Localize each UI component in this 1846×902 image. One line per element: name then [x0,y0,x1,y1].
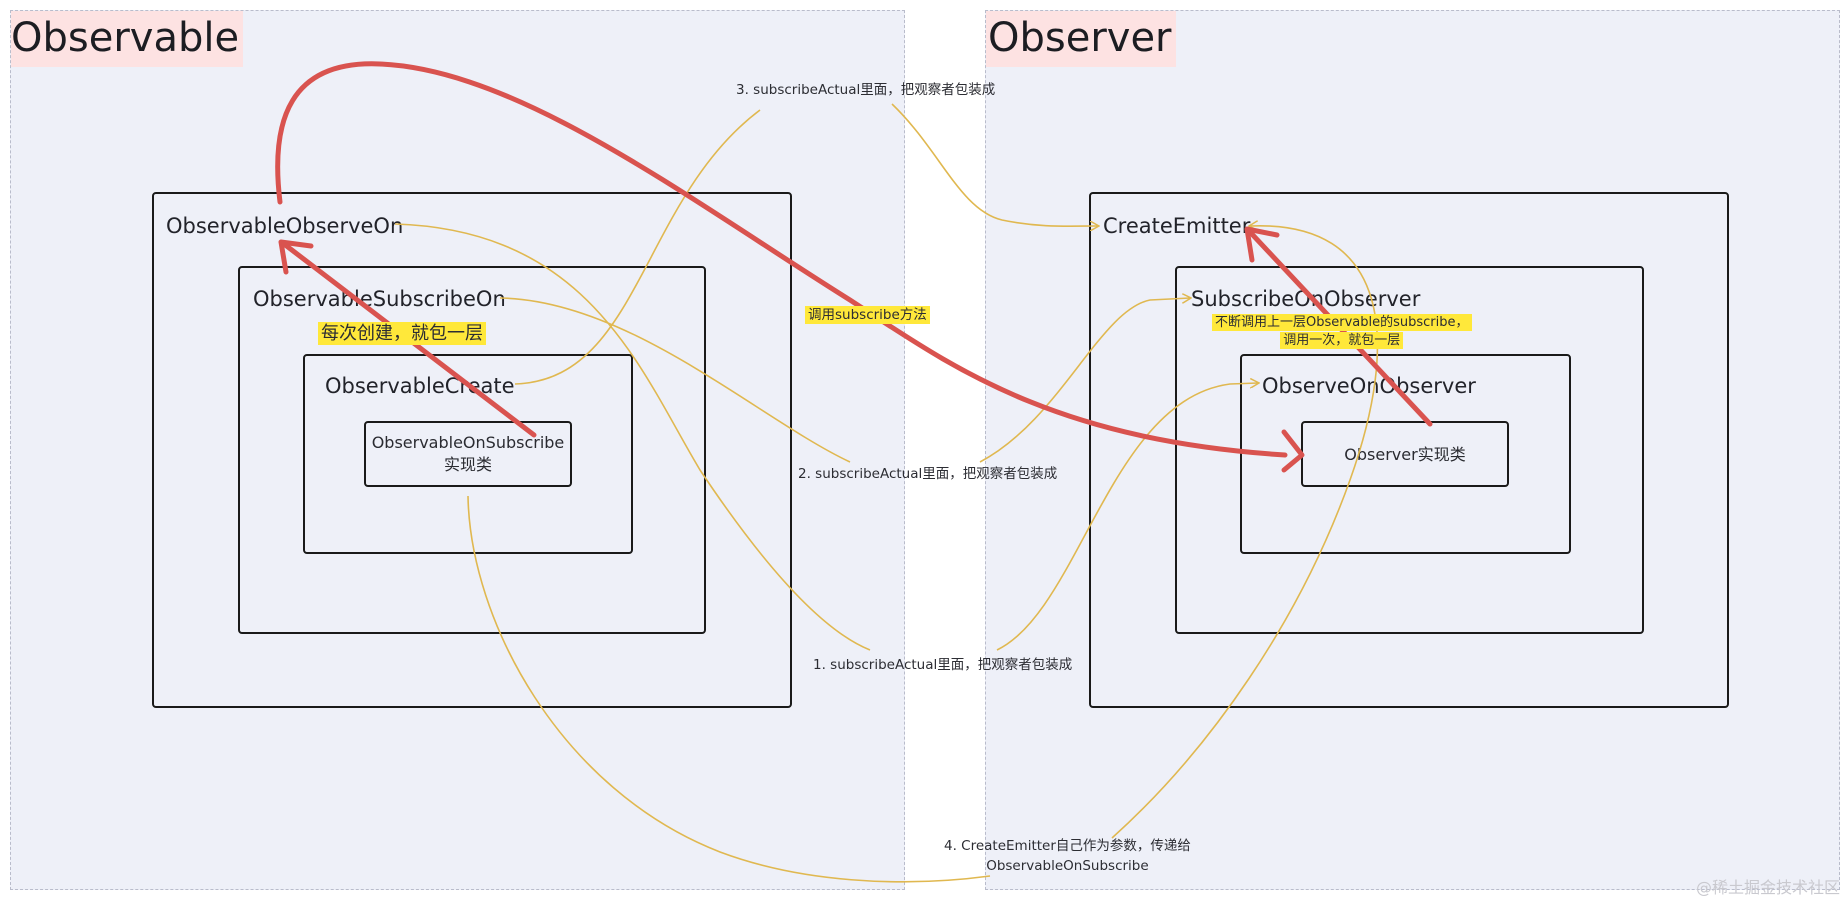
red-arrow-call-subscribe-head [1281,429,1305,473]
note-step4-line1: 4. CreateEmitter自己作为参数，传递给 [944,838,1191,854]
note-call-subscribe-text: 调用subscribe方法 [805,306,930,324]
curve-subscribe-on-to-step2 [499,297,851,463]
observable-panel: Observable [10,10,905,890]
note-step1: 1. subscribeActual里面，把观察者包装成 [813,657,1073,673]
observe-on-observer-label: ObserveOnObserver [1262,374,1476,398]
observable-subscribe-on-box [238,266,706,634]
observable-observe-on-box [152,192,792,708]
observe-on-observer-box [1240,354,1571,554]
note-wrap-layer: 每次创建，就包一层 [318,322,486,346]
observable-subscribe-on-label: ObservableSubscribeOn [253,287,506,311]
observer-panel-title: Observer [986,11,1176,67]
on-subscribe-line1: ObservableOnSubscribe [371,433,565,452]
note-wrap-layer-text: 每次创建，就包一层 [318,322,486,345]
curve-step2-to-subscribe-on-observer [979,298,1190,463]
subscribe-on-observer-box [1175,266,1644,634]
note-step4: 4. CreateEmitter自己作为参数，传递给 ObservableOnS… [944,836,1191,876]
create-emitter-label: CreateEmitter [1103,214,1251,238]
curve-observe-on-to-step1 [394,223,871,651]
red-arrow-wrap-layer-head [278,239,314,275]
note-step3: 3. subscribeActual里面，把观察者包装成 [736,82,996,98]
observer-panel: Observer [985,10,1840,890]
on-subscribe-line2: 实现类 [443,455,492,474]
observable-create-box [303,354,633,554]
observable-observe-on-label: ObservableObserveOn [166,214,404,238]
note-call-upward: 不断调用上一层Observable的subscribe， 调用一次，就包一层 [1212,314,1472,350]
note-call-upward-line2: 调用一次，就包一层 [1280,332,1404,349]
curve-create-to-step3 [514,109,761,385]
red-arrow-upward-call-head [1244,226,1280,263]
observable-panel-title: Observable [11,11,244,67]
observable-on-subscribe-box [364,421,572,487]
note-call-upward-line1: 不断调用上一层Observable的subscribe， [1212,314,1472,331]
curve-step4-to-create-emitter [1111,226,1379,839]
create-emitter-box [1089,192,1729,708]
curve-step1-to-observe-on-observer [996,383,1258,651]
observable-on-subscribe-label: ObservableOnSubscribe 实现类 [366,432,570,476]
watermark: @稀土掘金技术社区 [1695,878,1840,897]
curve-step3-to-create-emitter [891,103,1098,226]
note-call-subscribe: 调用subscribe方法 [805,305,930,325]
red-arrow-call-subscribe [275,61,1288,458]
observer-impl-label: Observer实现类 [1344,445,1466,464]
note-step2: 2. subscribeActual里面，把观察者包装成 [798,466,1058,482]
curve-on-subscribe-to-step4 [467,495,991,883]
note-step4-line2: ObservableOnSubscribe [986,858,1149,874]
